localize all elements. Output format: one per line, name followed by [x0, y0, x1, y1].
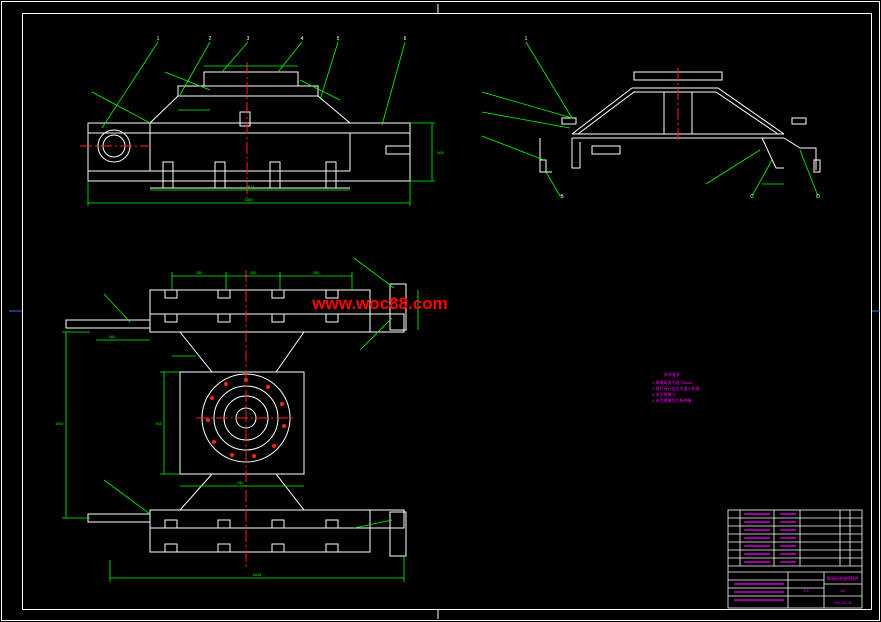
plan-view-centerlines	[196, 270, 296, 568]
plan-side-dim: 230	[237, 480, 244, 485]
notes-line: 2.焊后进行去应力退火处理	[652, 385, 699, 391]
top-view	[87, 71, 411, 189]
plan-side-dim: 160	[109, 334, 116, 339]
side-view	[539, 71, 821, 173]
top-view-dim-text: 1800 1617 300	[245, 150, 445, 202]
notes-line: 1.焊缝高度不低于8mm	[652, 379, 693, 385]
plan-view-dim-text: 1818 1557 943 250 250 250 160 230	[55, 270, 320, 577]
part-label: 1	[525, 36, 528, 42]
part-label: 2	[209, 36, 212, 42]
part-label: D	[816, 194, 820, 200]
technical-notes: 技术要求 1.焊缝高度不低于8mm 2.焊后进行去应力退火处理 3.未注倒角C2…	[652, 371, 699, 403]
part-label: 5	[337, 36, 340, 42]
top-view-span-dim: 1617	[246, 184, 256, 189]
notes-heading: 技术要求	[664, 371, 680, 377]
part-label: 3	[247, 36, 250, 42]
part-label: 6	[404, 36, 407, 42]
side-view-part-labels: 1 B C D	[525, 36, 821, 200]
plan-spacing-dim: 250	[313, 270, 320, 275]
plan-inner-dim: 943	[155, 421, 162, 426]
notes-line: 4.未注焊缝均为角焊缝	[652, 397, 691, 403]
plan-view	[65, 283, 407, 557]
part-label: 4	[301, 36, 304, 42]
drawing-title: 推钢机底座焊接件	[827, 575, 859, 581]
top-view-dimensions	[87, 41, 435, 206]
plan-spacing-dim: 250	[196, 270, 203, 275]
top-view-height-dim: 300	[437, 150, 444, 155]
plan-height-dim: 1557	[55, 421, 65, 426]
watermark: www.woc88.com	[311, 294, 447, 313]
plan-spacing-dim: 250	[250, 270, 257, 275]
drawing-number: DG-02-01	[834, 600, 852, 605]
top-view-centerline	[80, 62, 248, 198]
side-view-leaders	[481, 41, 819, 197]
title-block-table-strokes	[734, 513, 796, 601]
plan-view-dimensions	[62, 257, 419, 582]
part-label: B	[560, 194, 564, 200]
part-label: 1	[157, 36, 160, 42]
title-block	[727, 509, 863, 609]
top-view-overall-length: 1800	[245, 197, 255, 202]
top-view-part-labels: 1 2 3 4 5 6	[157, 36, 407, 42]
drawing-scale: 1:5	[803, 588, 809, 593]
title-block-text: 推钢机底座焊接件 A1 DG-02-01 1:5	[803, 575, 859, 605]
drawing-sheet: A1	[841, 588, 847, 593]
part-label: C	[750, 194, 754, 200]
notes-line: 3.未注倒角C2	[652, 391, 677, 397]
plan-length-dim: 1818	[253, 572, 263, 577]
